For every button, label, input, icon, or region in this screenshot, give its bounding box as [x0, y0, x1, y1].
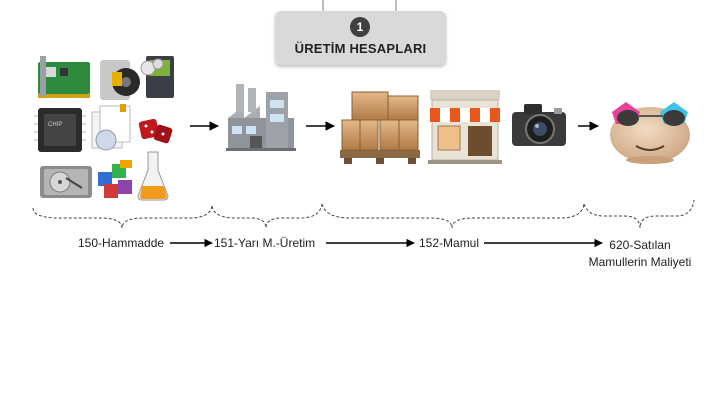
shop-icon [428, 90, 502, 164]
hard-drive-icon [40, 166, 92, 198]
documents-icon [91, 104, 131, 151]
customer-emoji-icon [610, 102, 690, 164]
account-label-152: 152-Mamul [419, 236, 480, 250]
brace-factory [211, 203, 323, 229]
account-label-620: 620-Satılan Mamullerin Maliyeti [570, 237, 710, 271]
network-card-icon [38, 56, 90, 98]
account-label-620-line1: 620-Satılan [609, 238, 671, 252]
brace-customer [583, 199, 695, 229]
film-reel-icon [100, 60, 140, 100]
svg-text:CHIP: CHIP [48, 122, 62, 128]
flask-icon [137, 151, 169, 201]
brace-raw-materials [32, 205, 213, 229]
account-label-151: 151-Yarı M.-Üretim [214, 236, 316, 250]
dice-icon [138, 118, 173, 144]
account-label-620-line2: Mamullerin Maliyeti [588, 255, 692, 269]
title-connector-left [322, 0, 324, 11]
software-box-icon [140, 56, 174, 98]
step-number-badge: 1 [350, 17, 370, 37]
camera-icon [512, 104, 566, 146]
cpu-chip-icon: CHIP [34, 108, 86, 152]
account-label-150: 150-Hammadde [78, 236, 165, 250]
title-connector-right [395, 0, 397, 11]
factory-icon [226, 84, 296, 151]
boxes-pallet-icon [340, 91, 420, 164]
page-title: ÜRETİM HESAPLARI [294, 41, 427, 56]
brace-products [321, 203, 585, 229]
blocks-icon [98, 160, 132, 198]
brace-group [32, 199, 695, 229]
title-box: 1 ÜRETİM HESAPLARI [275, 0, 446, 65]
